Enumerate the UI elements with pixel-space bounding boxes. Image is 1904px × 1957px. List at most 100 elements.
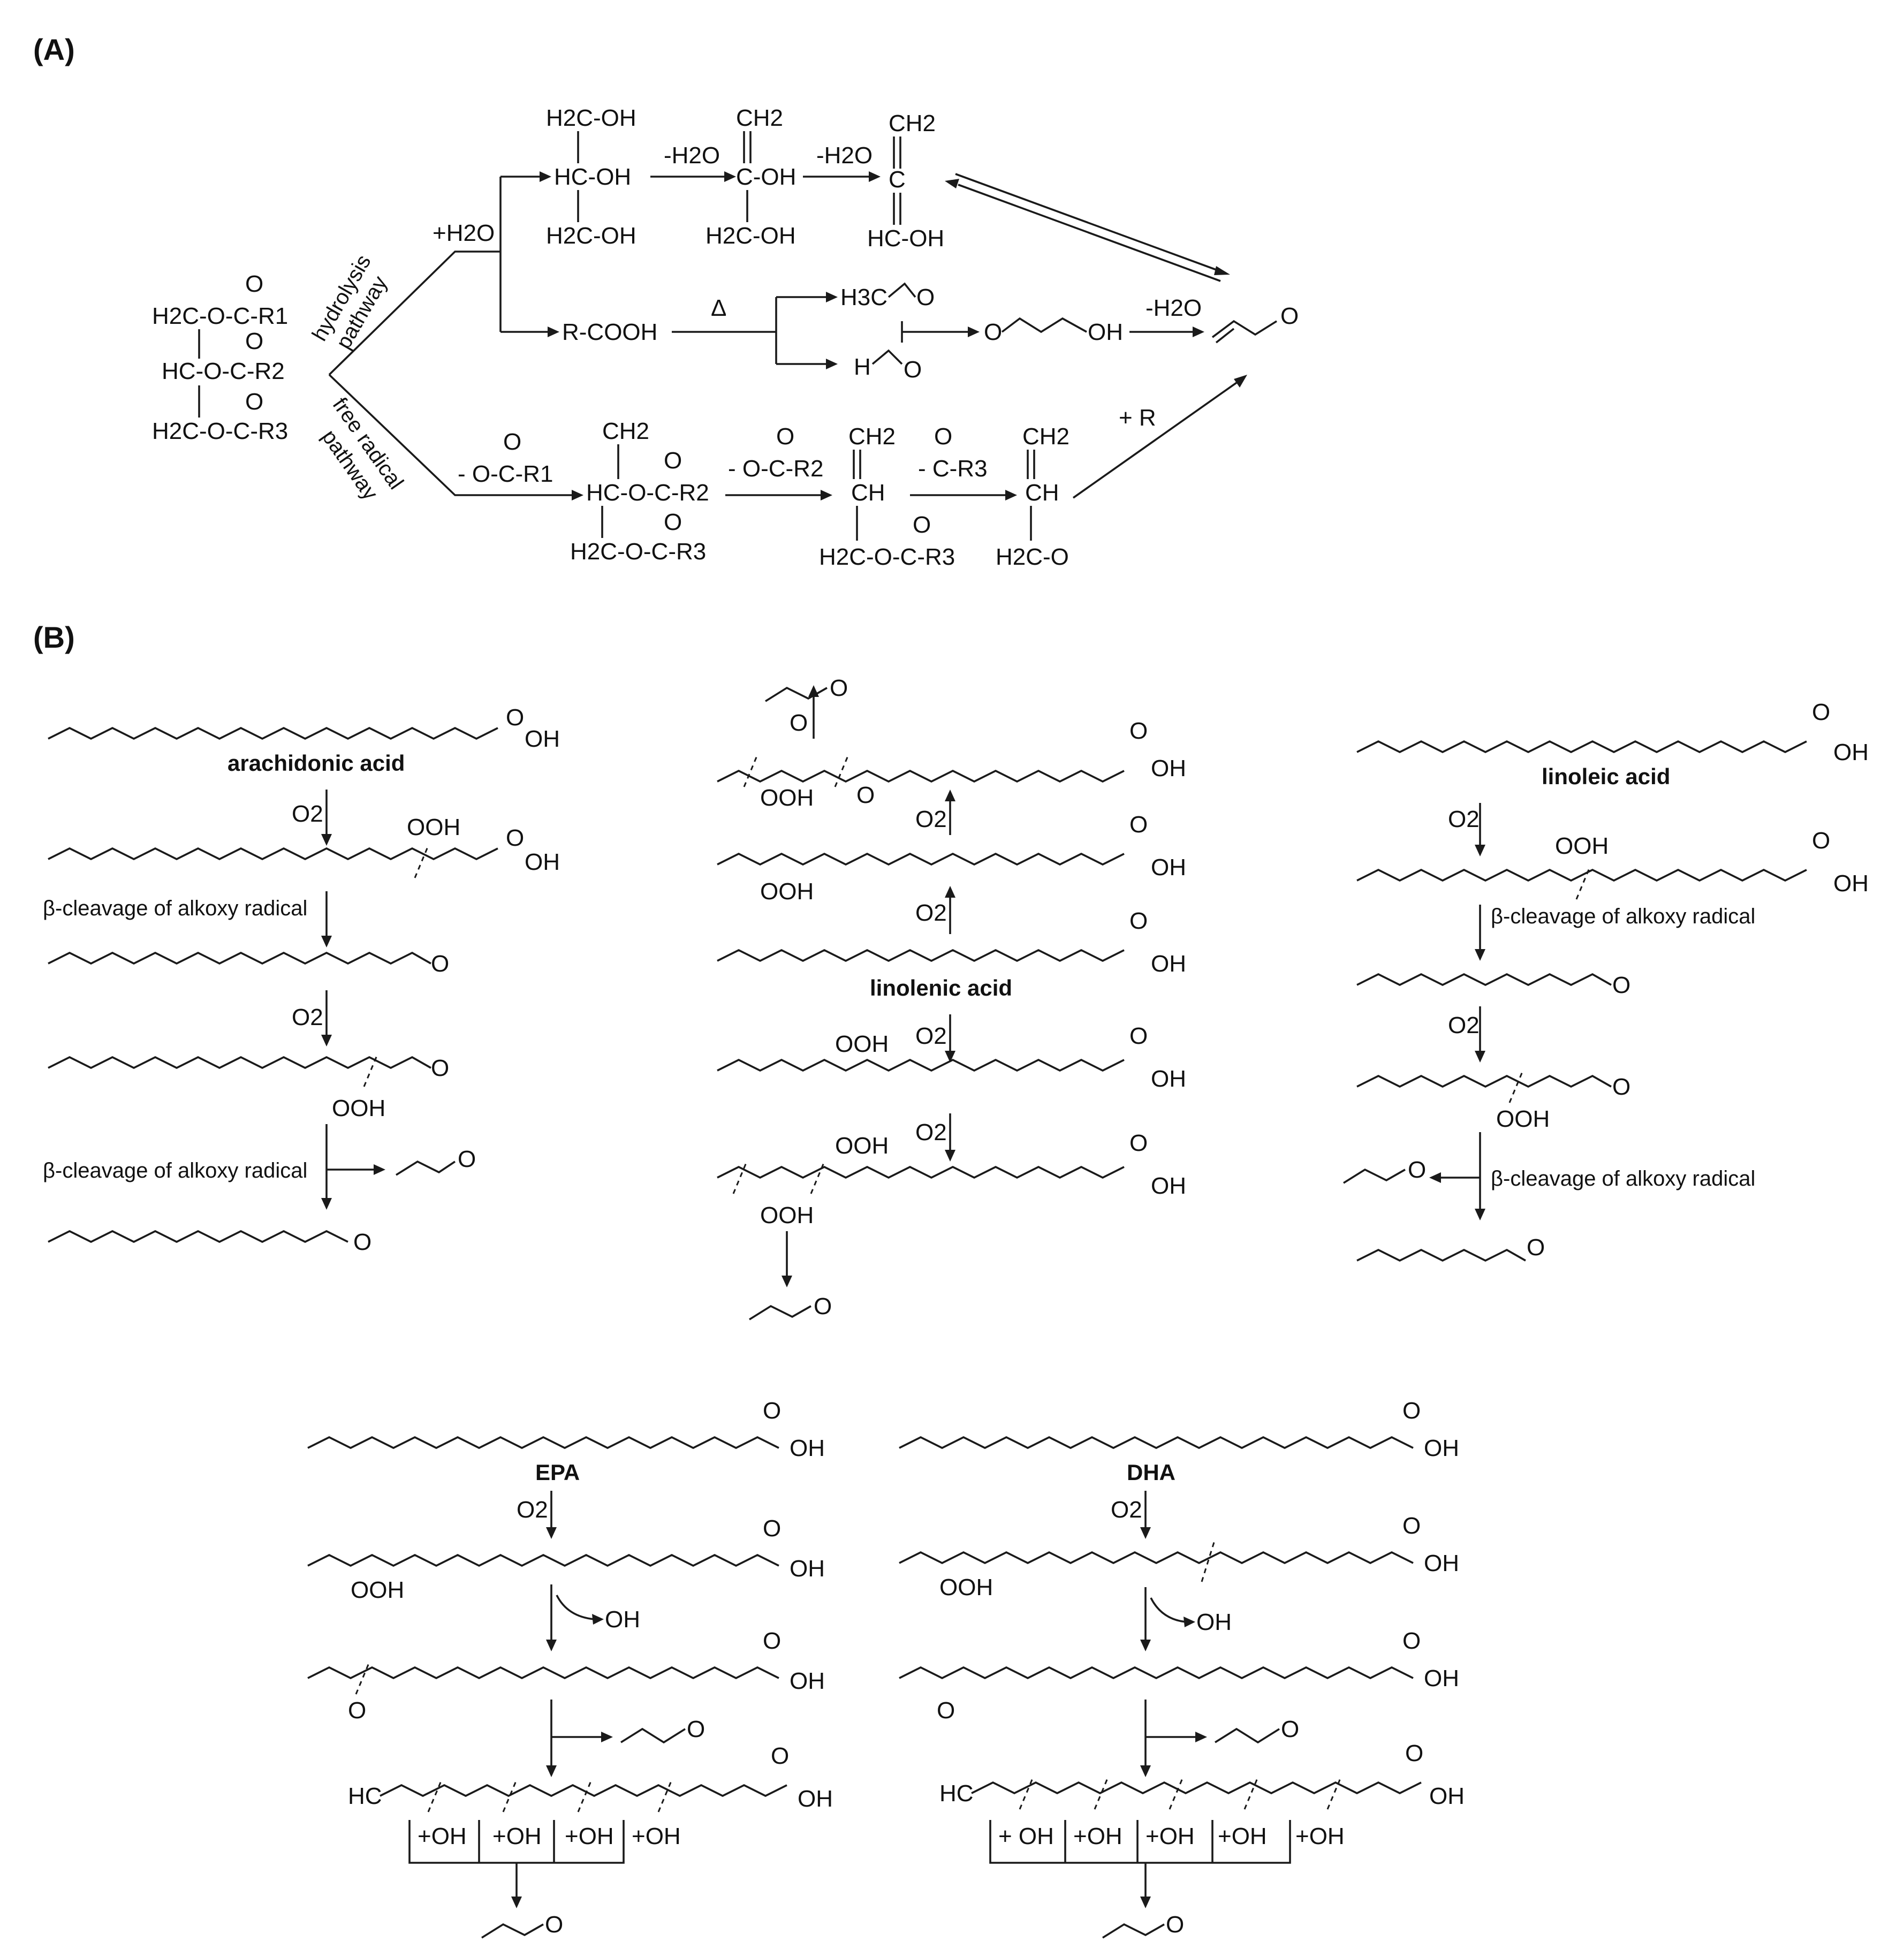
panel-b-label: (B)	[33, 620, 75, 654]
svg-text:O: O	[545, 1912, 563, 1938]
svg-text:OOH: OOH	[407, 814, 460, 840]
svg-text:CH2: CH2	[889, 110, 936, 136]
svg-text:O: O	[984, 319, 1002, 345]
svg-text:H2C-OH: H2C-OH	[546, 105, 636, 131]
svg-text:O: O	[1402, 1398, 1421, 1424]
svg-text:O: O	[687, 1716, 705, 1742]
svg-text:+OH: +OH	[492, 1823, 542, 1849]
svg-text:HC: HC	[348, 1783, 382, 1809]
loss-acyl-3: - C-R3	[918, 456, 988, 482]
svg-text:OH: OH	[1424, 1550, 1459, 1576]
acetaldehyde: H3C	[840, 284, 887, 310]
svg-text:O2: O2	[517, 1497, 548, 1523]
svg-text:O: O	[830, 675, 848, 701]
svg-text:O: O	[431, 951, 449, 977]
svg-text:β-cleavage of alkoxy radical: β-cleavage of alkoxy radical	[1491, 905, 1755, 928]
svg-text:OOH: OOH	[760, 878, 814, 905]
svg-text:+OH: +OH	[1146, 1823, 1195, 1849]
svg-text:O: O	[790, 710, 808, 736]
plus-radical-label: + R	[1119, 405, 1156, 431]
svg-text:HC-O-C-R2: HC-O-C-R2	[586, 480, 709, 506]
svg-text:+OH: +OH	[1295, 1823, 1345, 1849]
svg-text:O: O	[664, 447, 682, 474]
triglyceride-row-2: HC-O-C-R2	[162, 358, 285, 384]
svg-text:O: O	[1812, 699, 1830, 725]
svg-text:O2: O2	[292, 1004, 323, 1030]
svg-text:O: O	[856, 782, 875, 808]
svg-text:+OH: +OH	[565, 1823, 614, 1849]
svg-text:β-cleavage of alkoxy radical: β-cleavage of alkoxy radical	[43, 1159, 307, 1182]
svg-text:OH: OH	[1424, 1435, 1459, 1461]
svg-text:OH: OH	[1833, 870, 1869, 897]
svg-text:O2: O2	[292, 801, 323, 827]
arachidonic-acid-label: arachidonic acid	[227, 750, 405, 776]
svg-text:OH: OH	[1196, 1609, 1232, 1635]
svg-text:OOH: OOH	[1555, 833, 1609, 859]
svg-text:O: O	[1129, 718, 1148, 744]
svg-text:β-cleavage of alkoxy radical: β-cleavage of alkoxy radical	[1491, 1167, 1755, 1190]
svg-text:CH: CH	[851, 480, 885, 506]
svg-text:O: O	[1408, 1157, 1426, 1183]
svg-text:O2: O2	[915, 1119, 947, 1146]
svg-text:O: O	[353, 1229, 371, 1255]
svg-text:O2: O2	[915, 900, 947, 926]
loss-acyloxy-2: - O-C-R2	[728, 456, 823, 482]
svg-text:OH: OH	[790, 1668, 825, 1694]
svg-text:O: O	[904, 356, 922, 383]
svg-text:O: O	[458, 1146, 476, 1172]
svg-text:O: O	[934, 423, 952, 450]
svg-text:HC-OH: HC-OH	[554, 164, 631, 190]
loss-acyloxy-1: - O-C-R1	[458, 461, 553, 487]
svg-text:O: O	[348, 1697, 366, 1724]
svg-text:O: O	[814, 1293, 832, 1319]
svg-text:HC-OH: HC-OH	[867, 225, 944, 252]
svg-text:OOH: OOH	[351, 1577, 404, 1603]
svg-text:O: O	[1612, 1074, 1630, 1100]
svg-text:C: C	[889, 166, 906, 193]
svg-text:O: O	[916, 284, 935, 310]
svg-text:OOH: OOH	[760, 1202, 814, 1228]
svg-text:O: O	[506, 825, 524, 851]
svg-text:O: O	[913, 512, 931, 538]
svg-text:H2C-O-C-R3: H2C-O-C-R3	[570, 538, 706, 565]
epa-label: EPA	[535, 1460, 580, 1485]
svg-text:O2: O2	[1111, 1497, 1142, 1523]
triglyceride-row-1: H2C-O-C-R1	[152, 303, 288, 329]
dha-label: DHA	[1127, 1460, 1175, 1485]
svg-text:O: O	[1812, 828, 1830, 854]
svg-text:OH: OH	[798, 1786, 833, 1812]
allene-intermediate: CH2 C HC-OH	[867, 110, 944, 252]
svg-text:OOH: OOH	[835, 1031, 889, 1057]
svg-text:O: O	[431, 1055, 449, 1081]
svg-text:OH: OH	[1833, 739, 1869, 765]
svg-text:O2: O2	[1448, 1012, 1480, 1038]
linolenic-acid-label: linolenic acid	[870, 975, 1012, 1000]
svg-text:C-OH: C-OH	[736, 164, 796, 190]
alkoxy-radical: CH2 CH H2C-O	[996, 423, 1069, 570]
acrolein-product-a: O	[1211, 303, 1299, 344]
svg-text:β-cleavage of alkoxy radical: β-cleavage of alkoxy radical	[43, 897, 307, 920]
svg-text:OOH: OOH	[332, 1095, 385, 1121]
svg-text:H2C-O-C-R3: H2C-O-C-R3	[819, 544, 955, 570]
svg-text:O: O	[1166, 1912, 1184, 1938]
svg-text:O: O	[1129, 811, 1148, 838]
svg-text:O2: O2	[915, 806, 947, 832]
svg-text:O: O	[506, 704, 524, 731]
panel-b: O OH arachidonic acid O2 OOH O OH β-clea…	[43, 675, 1869, 1939]
svg-text:OOH: OOH	[835, 1133, 889, 1159]
triglyceride-row-3: H2C-O-C-R3	[152, 418, 288, 444]
svg-text:O: O	[1402, 1513, 1421, 1539]
svg-text:CH2: CH2	[848, 423, 896, 450]
svg-text:+OH: +OH	[1073, 1823, 1122, 1849]
svg-text:O: O	[1612, 972, 1630, 998]
dehydration-label-3: -H2O	[1146, 295, 1202, 321]
svg-text:OH: OH	[1424, 1665, 1459, 1691]
svg-text:OOH: OOH	[760, 785, 814, 811]
dehydration-label-2: -H2O	[816, 142, 873, 169]
svg-text:CH2: CH2	[1022, 423, 1069, 450]
svg-text:O: O	[763, 1398, 781, 1424]
radical-intermediate: CH2 HC-O-C-R2 H2C-O-C-R3 O O	[570, 418, 709, 565]
svg-text:OH: OH	[525, 849, 560, 875]
svg-text:OH: OH	[790, 1435, 825, 1461]
svg-text:+ OH: + OH	[998, 1823, 1054, 1849]
